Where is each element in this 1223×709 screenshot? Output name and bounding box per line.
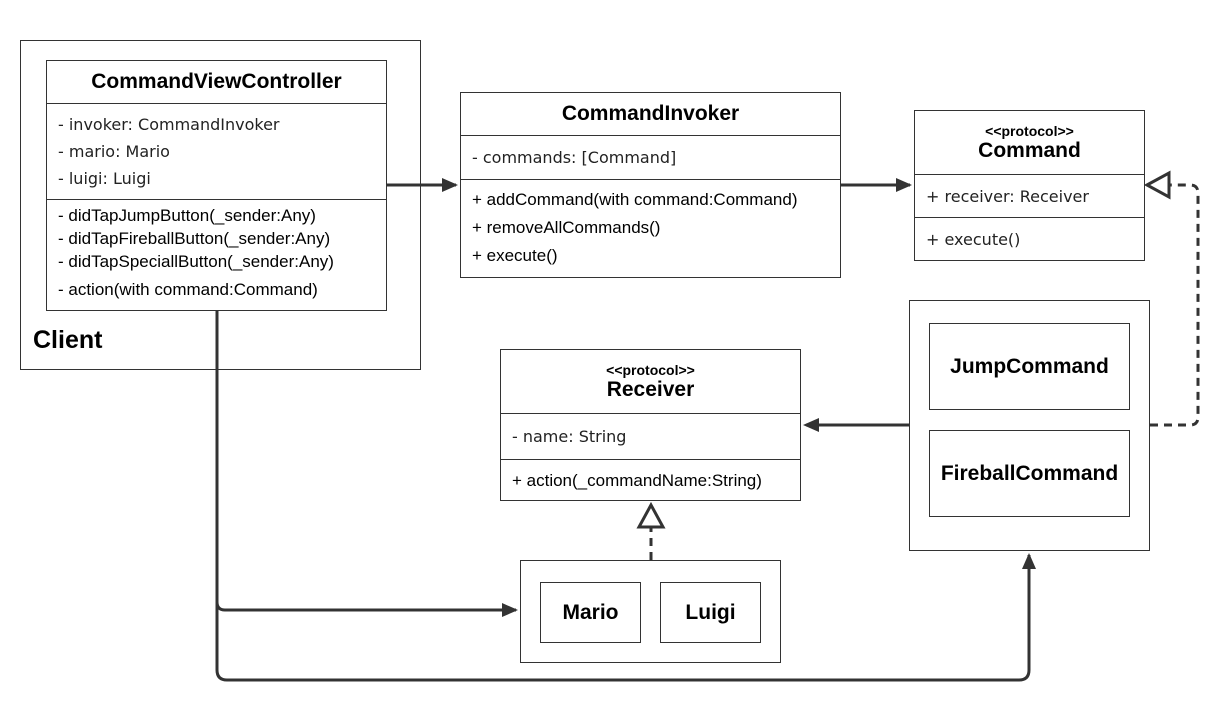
method-line: - didTapFireballButton(_sender:Any) [58,229,331,248]
class-title: Command [978,138,1081,162]
receiver-protocol-class: <<protocol>> Receiver - name: String + a… [500,349,801,501]
method-line: + addCommand(with command:Command) [472,190,798,209]
class-title: CommandViewController [91,70,342,93]
class-title: CommandInvoker [561,102,740,125]
command-view-controller-class: CommandViewController - invoker: Command… [46,60,387,311]
attribute-line: - name: String [512,427,627,446]
attribute-line: - invoker: CommandInvoker [58,115,280,134]
class-title: Receiver [606,377,695,401]
luigi-class: Luigi [660,582,761,643]
class-header: <<protocol>> Receiver [501,350,800,414]
method-line: + execute() [926,230,1021,249]
method-line: + action(_commandName:String) [512,471,762,490]
attribute-line: - mario: Mario [58,142,170,161]
methods-section: + action(_commandName:String) [501,460,800,491]
jump-command-class: JumpCommand [929,323,1130,410]
attribute-line: + receiver: Receiver [926,187,1089,206]
attributes-section: - commands: [Command] [461,136,840,180]
method-line: - action(with command:Command) [58,280,318,299]
realization-triangle-receiver [636,501,666,529]
stereotype-label: <<protocol>> [606,361,695,378]
methods-section: + addCommand(with command:Command) + rem… [461,180,840,274]
methods-section: + execute() [915,218,1144,249]
attribute-line: - commands: [Command] [472,148,677,167]
client-label: Client [33,326,103,354]
method-line: + removeAllCommands() [472,218,661,237]
stereotype-label: <<protocol>> [985,122,1074,139]
mario-class: Mario [540,582,641,643]
class-header: <<protocol>> Command [915,111,1144,175]
realization-triangle-command [1143,170,1171,200]
class-header: CommandInvoker [461,93,840,136]
attributes-section: + receiver: Receiver [915,175,1144,218]
class-header: CommandViewController [47,61,386,104]
method-line: - didTapJumpButton(_sender:Any) [58,206,316,225]
fireball-command-class: FireballCommand [929,430,1130,517]
method-line: - didTapSpeciallButton(_sender:Any) [58,252,334,271]
attributes-section: - name: String [501,414,800,460]
methods-section: - didTapJumpButton(_sender:Any) - didTap… [47,200,386,303]
method-line: + execute() [472,246,558,265]
realization-commands-command [1150,183,1200,427]
attributes-section: - invoker: CommandInvoker - mario: Mario… [47,104,386,200]
command-protocol-class: <<protocol>> Command + receiver: Receive… [914,110,1145,261]
attribute-line: - luigi: Luigi [58,169,151,188]
command-invoker-class: CommandInvoker - commands: [Command] + a… [460,92,841,278]
